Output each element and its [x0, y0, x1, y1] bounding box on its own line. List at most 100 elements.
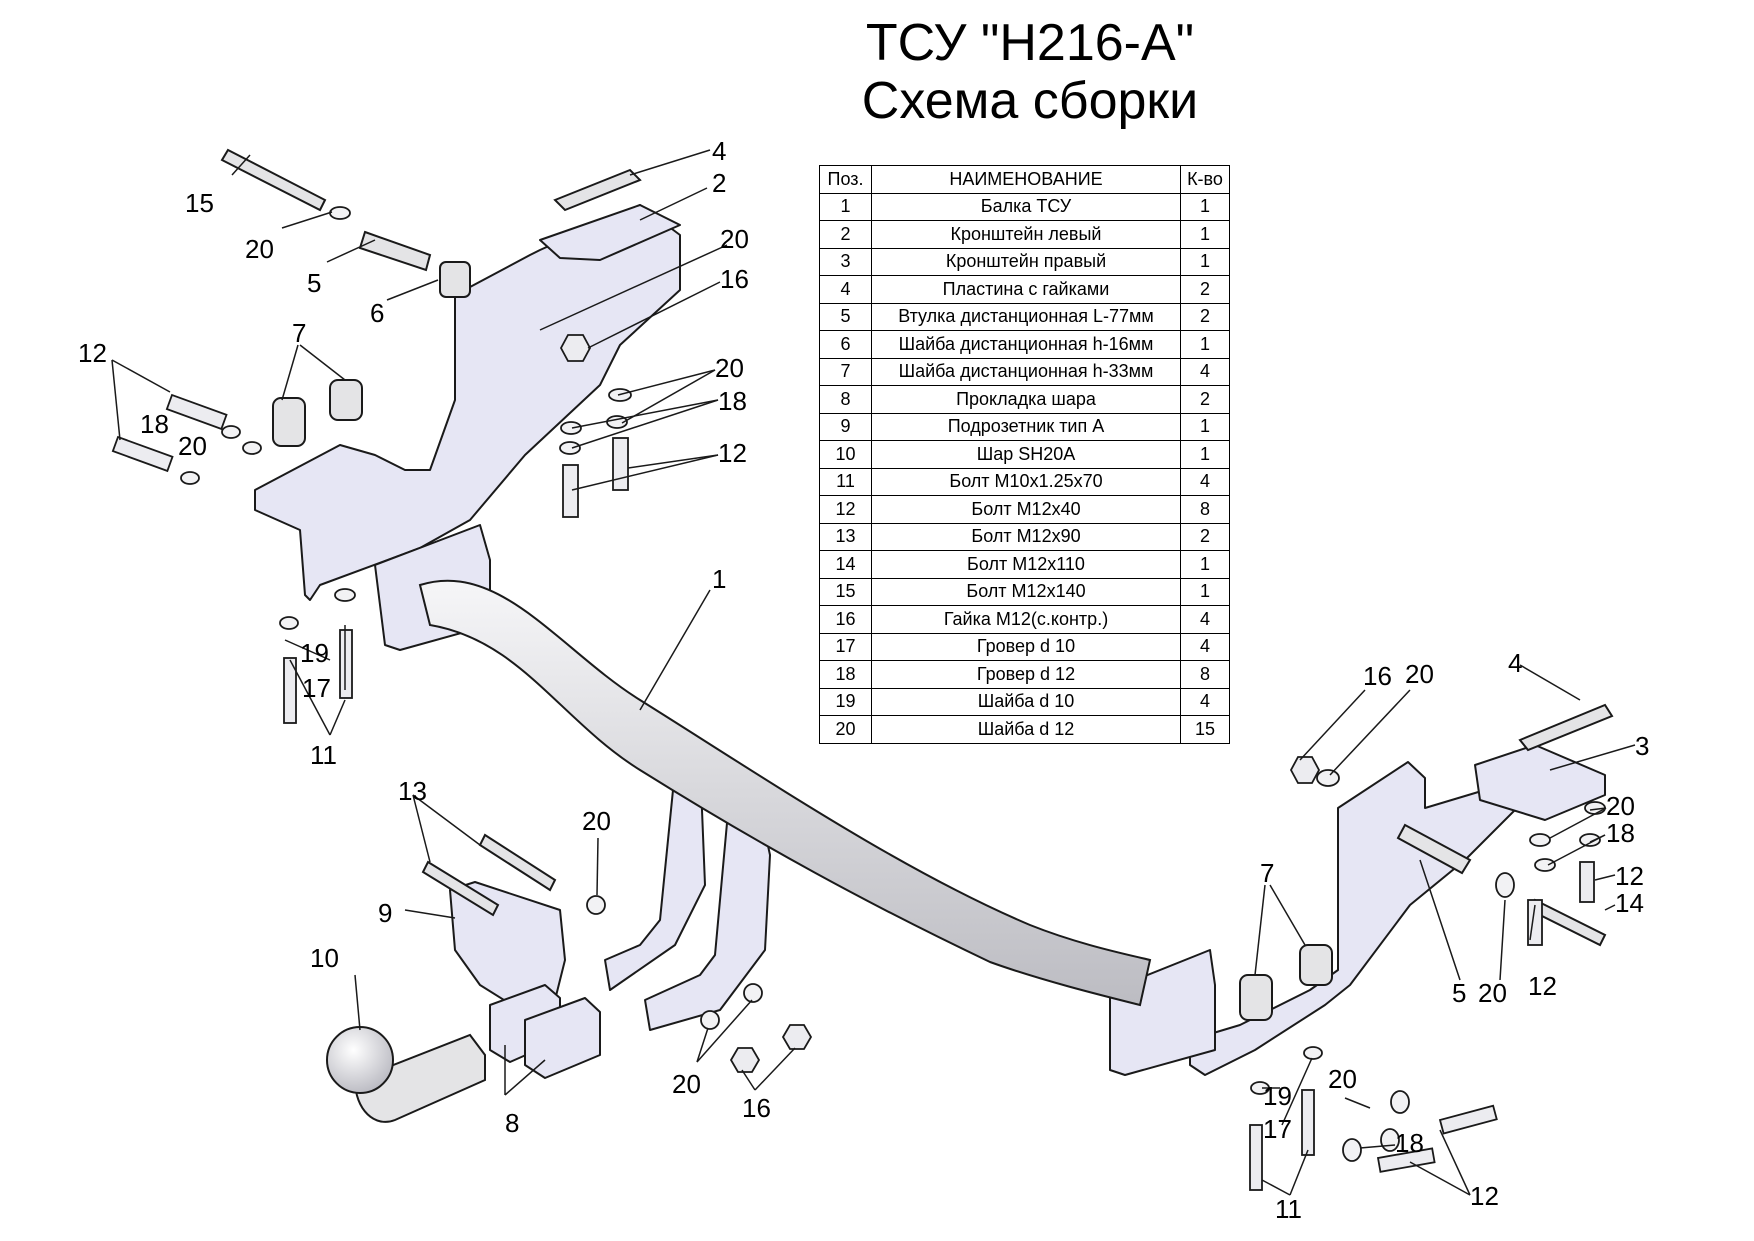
cell-position: 2 — [819, 220, 872, 249]
cell-name: Гровер d 10 — [871, 632, 1181, 661]
bolt-12-a — [165, 393, 228, 431]
cell-position: 15 — [819, 577, 872, 606]
callout: 7 — [292, 318, 306, 348]
cell-quantity: 2 — [1180, 302, 1230, 331]
cell-quantity: 4 — [1180, 467, 1230, 496]
cell-position: 11 — [819, 467, 872, 496]
callout-labels: 15 20 5 6 4 2 20 16 7 12 18 20 20 18 12 … — [78, 136, 1649, 1224]
spacer-washer-7-a — [272, 397, 306, 447]
header-quantity: К-во — [1180, 165, 1230, 194]
right-bracket — [1189, 761, 1526, 1076]
beam-tube — [418, 579, 1152, 1007]
cell-quantity: 4 — [1180, 632, 1230, 661]
callout: 17 — [1263, 1114, 1292, 1144]
callout: 12 — [1470, 1181, 1499, 1211]
callout: 4 — [712, 136, 726, 166]
bolt-12-g — [1438, 1104, 1498, 1135]
callout: 3 — [1635, 731, 1649, 761]
spacer-sleeve-right — [1396, 823, 1472, 875]
nut-16-d — [1289, 756, 1321, 784]
cell-quantity: 2 — [1180, 275, 1230, 304]
cell-position: 12 — [819, 495, 872, 524]
bolt-11-c — [1249, 1124, 1263, 1191]
callout: 20 — [178, 431, 207, 461]
callout: 16 — [720, 264, 749, 294]
callout: 9 — [378, 898, 392, 928]
cell-name: Болт M12x40 — [871, 495, 1181, 524]
cell-position: 9 — [819, 412, 872, 441]
bolt-13-a — [478, 833, 557, 892]
cell-quantity: 1 — [1180, 440, 1230, 469]
ball-spacer-2 — [524, 997, 601, 1079]
cell-position: 16 — [819, 605, 872, 634]
callout: 14 — [1615, 888, 1644, 918]
callout: 16 — [1363, 661, 1392, 691]
cell-quantity: 1 — [1180, 220, 1230, 249]
cell-quantity: 1 — [1180, 577, 1230, 606]
callout: 12 — [1528, 971, 1557, 1001]
cell-quantity: 1 — [1180, 247, 1230, 276]
callout: 18 — [718, 386, 747, 416]
callout: 8 — [505, 1108, 519, 1138]
spacer-sleeve-left — [358, 230, 432, 272]
callout: 15 — [185, 188, 214, 218]
callout: 12 — [718, 438, 747, 468]
callout: 20 — [672, 1069, 701, 1099]
callout: 10 — [310, 943, 339, 973]
cell-quantity: 8 — [1180, 660, 1230, 689]
callout: 6 — [370, 298, 384, 328]
cell-quantity: 1 — [1180, 550, 1230, 579]
nut-16-c — [781, 1024, 813, 1050]
callout: 17 — [302, 673, 331, 703]
cell-name: Шар SH20A — [871, 440, 1181, 469]
callout: 11 — [310, 740, 337, 770]
cell-name: Подрозетник тип А — [871, 412, 1181, 441]
cell-name: Шайба d 12 — [871, 715, 1181, 744]
cell-position: 19 — [819, 687, 872, 716]
cell-quantity: 1 — [1180, 192, 1230, 221]
bolt-11-d — [1301, 1089, 1315, 1156]
callout: 20 — [720, 224, 749, 254]
callout: 20 — [1405, 659, 1434, 689]
callout: 16 — [742, 1093, 771, 1123]
callout: 20 — [1478, 978, 1507, 1008]
cell-position: 10 — [819, 440, 872, 469]
cell-name: Кронштейн правый — [871, 247, 1181, 276]
bolt-15 — [220, 148, 327, 212]
callout: 7 — [1260, 858, 1274, 888]
left-bracket-top-plate — [539, 204, 681, 261]
bolt-12-e — [1579, 861, 1595, 903]
cell-name: Балка ТСУ — [871, 192, 1181, 221]
callout: 18 — [1606, 818, 1635, 848]
cell-name: Пластина с гайками — [871, 275, 1181, 304]
callout: 18 — [1395, 1128, 1424, 1158]
cell-name: Гайка M12(с.контр.) — [871, 605, 1181, 634]
cell-position: 17 — [819, 632, 872, 661]
callout: 20 — [1606, 791, 1635, 821]
parts-table-header: Поз. НАИМЕНОВАНИЕ К-во — [819, 165, 1230, 194]
cell-name: Прокладка шара — [871, 385, 1181, 414]
cell-quantity: 4 — [1180, 357, 1230, 386]
tow-ball — [326, 1026, 486, 1123]
cell-quantity: 2 — [1180, 385, 1230, 414]
cell-position: 14 — [819, 550, 872, 579]
cell-position: 5 — [819, 302, 872, 331]
header-position: Поз. — [819, 165, 872, 194]
cell-position: 7 — [819, 357, 872, 386]
bolt-12-d — [562, 464, 579, 518]
